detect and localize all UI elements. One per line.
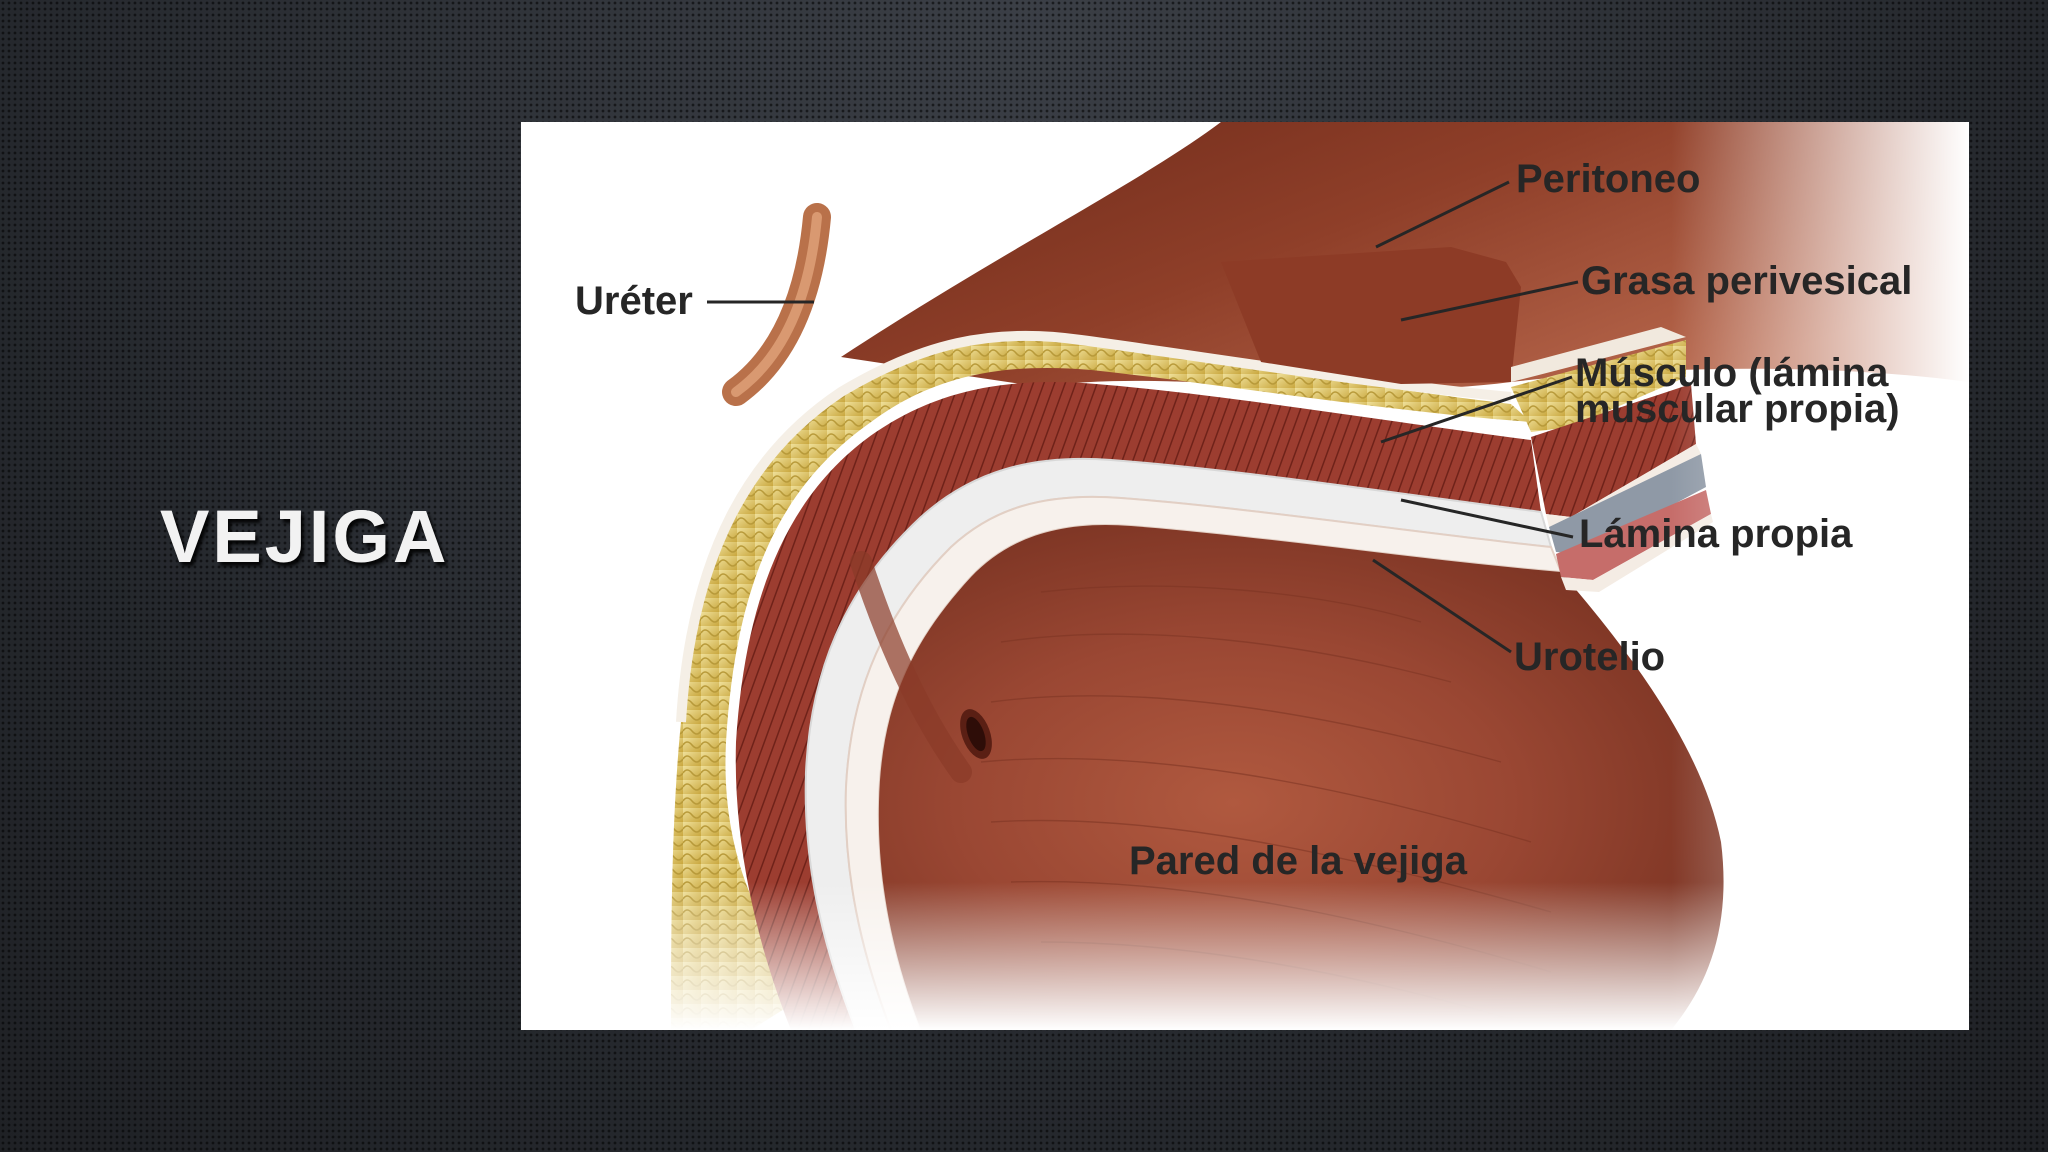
block-fat <box>1511 340 1686 432</box>
block-lamina-propia <box>1549 454 1706 554</box>
leader-peritoneo <box>1375 180 1510 249</box>
ureter-tube <box>722 203 831 406</box>
label-musculo-line2: muscular propia) <box>1575 387 1900 431</box>
label-ureter: Uréter <box>575 279 693 323</box>
leader-grasa <box>1400 280 1579 322</box>
label-grasa-perivesical: Grasa perivesical <box>1581 259 1913 303</box>
bladder-wall-diagram: Uréter Peritoneo Grasa perivesical Múscu… <box>521 122 1969 1030</box>
leader-urotelio <box>1372 558 1512 654</box>
label-lamina-propia: Lámina propia <box>1579 512 1853 556</box>
label-musculo-line1: Músculo (lámina <box>1575 351 1889 395</box>
leader-musculo <box>1380 375 1573 444</box>
ureter-channel <box>850 551 972 783</box>
block-muscle <box>1531 384 1696 517</box>
slide-title: VEJIGA <box>160 492 490 582</box>
block-peritoneum <box>1221 247 1521 384</box>
peritoneum-edge <box>676 330 1512 723</box>
block-peritoneum-edge <box>1511 327 1686 382</box>
label-peritoneo: Peritoneo <box>1516 157 1701 201</box>
leader-lamina-propia <box>1400 498 1574 539</box>
label-pared-de-la-vejiga: Pared de la vejiga <box>1129 839 1467 883</box>
leader-lines <box>707 180 1579 654</box>
label-urotelio: Urotelio <box>1514 635 1666 679</box>
bladder-wall-illustration <box>521 122 1969 1030</box>
